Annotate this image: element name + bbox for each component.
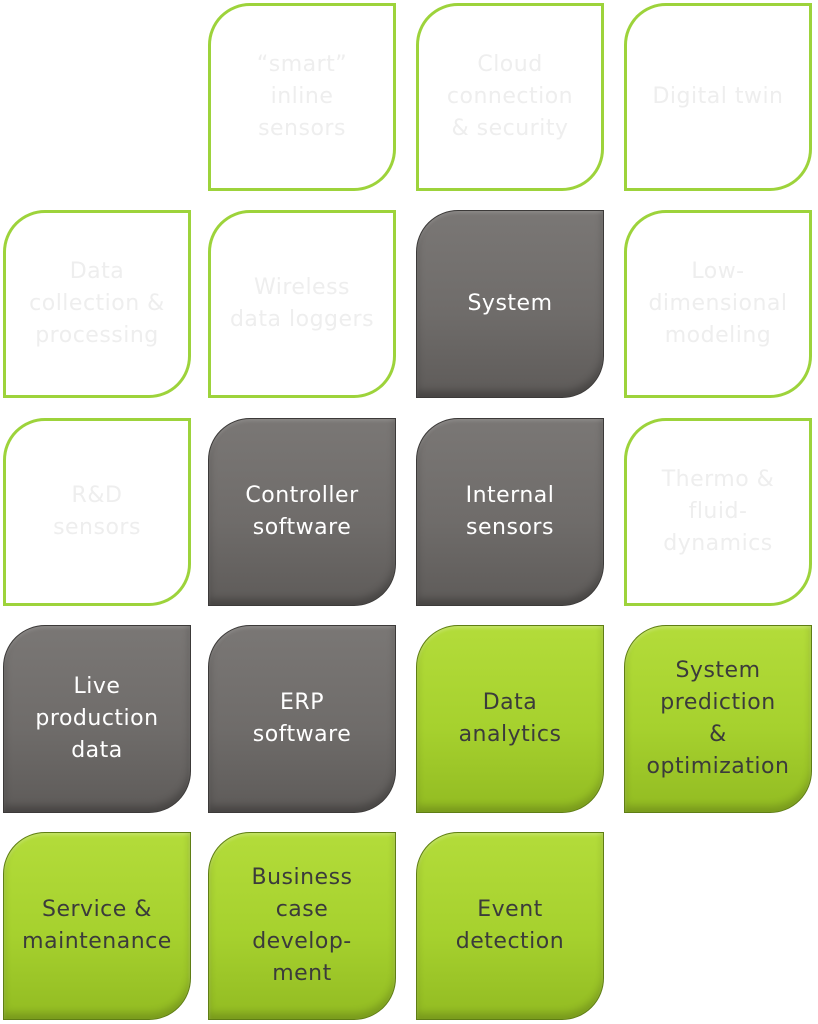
tile-event-detection: Event detection [416, 832, 604, 1020]
tile-wireless-data-loggers: Wireless data loggers [208, 210, 396, 398]
tile-smart-inline-sensors: “smart” inline sensors [208, 3, 396, 191]
tile-system: System [416, 210, 604, 398]
tile-thermo-fluid-dynamics: Thermo & fluid- dynamics [624, 418, 812, 606]
tile-label: Thermo & fluid- dynamics [661, 467, 775, 556]
tile-cloud-connection-security: Cloud connection & security [416, 3, 604, 191]
tile-low-dimensional-modeling: Low- dimensional modeling [624, 210, 812, 398]
tile-label: R&D sensors [53, 483, 141, 540]
tile-digital-twin: Digital twin [624, 3, 812, 191]
tile-erp-software: ERP software [208, 625, 396, 813]
tile-data-collection-processing: Data collection & processing [3, 210, 191, 398]
tile-label: Controller software [245, 483, 359, 540]
tile-label: ERP software [252, 690, 352, 747]
tile-label: Data collection & processing [29, 259, 165, 348]
tile-data-analytics: Data analytics [416, 625, 604, 813]
tile-label: “smart” inline sensors [256, 52, 348, 141]
tile-live-production-data: Live production data [3, 625, 191, 813]
tile-label: System prediction & optimization [646, 658, 790, 779]
tile-label: Cloud connection & security [446, 52, 574, 141]
tile-internal-sensors: Internal sensors [416, 418, 604, 606]
tile-label: Wireless data loggers [229, 275, 375, 332]
tile-label: Low- dimensional modeling [648, 259, 788, 348]
tile-rnd-sensors: R&D sensors [3, 418, 191, 606]
tile-label: Business case develop- ment [251, 865, 353, 986]
tile-label: Data analytics [458, 690, 562, 747]
tile-label: Event detection [455, 897, 565, 954]
tile-label: System [467, 291, 553, 316]
tile-controller-software: Controller software [208, 418, 396, 606]
tile-business-case-development: Business case develop- ment [208, 832, 396, 1020]
tile-label: Live production data [35, 674, 159, 763]
tile-system-prediction-optimization: System prediction & optimization [624, 625, 812, 813]
tile-service-maintenance: Service & maintenance [3, 832, 191, 1020]
tile-label: Service & maintenance [22, 897, 172, 954]
tile-label: Internal sensors [465, 483, 555, 540]
tile-label: Digital twin [652, 84, 784, 109]
